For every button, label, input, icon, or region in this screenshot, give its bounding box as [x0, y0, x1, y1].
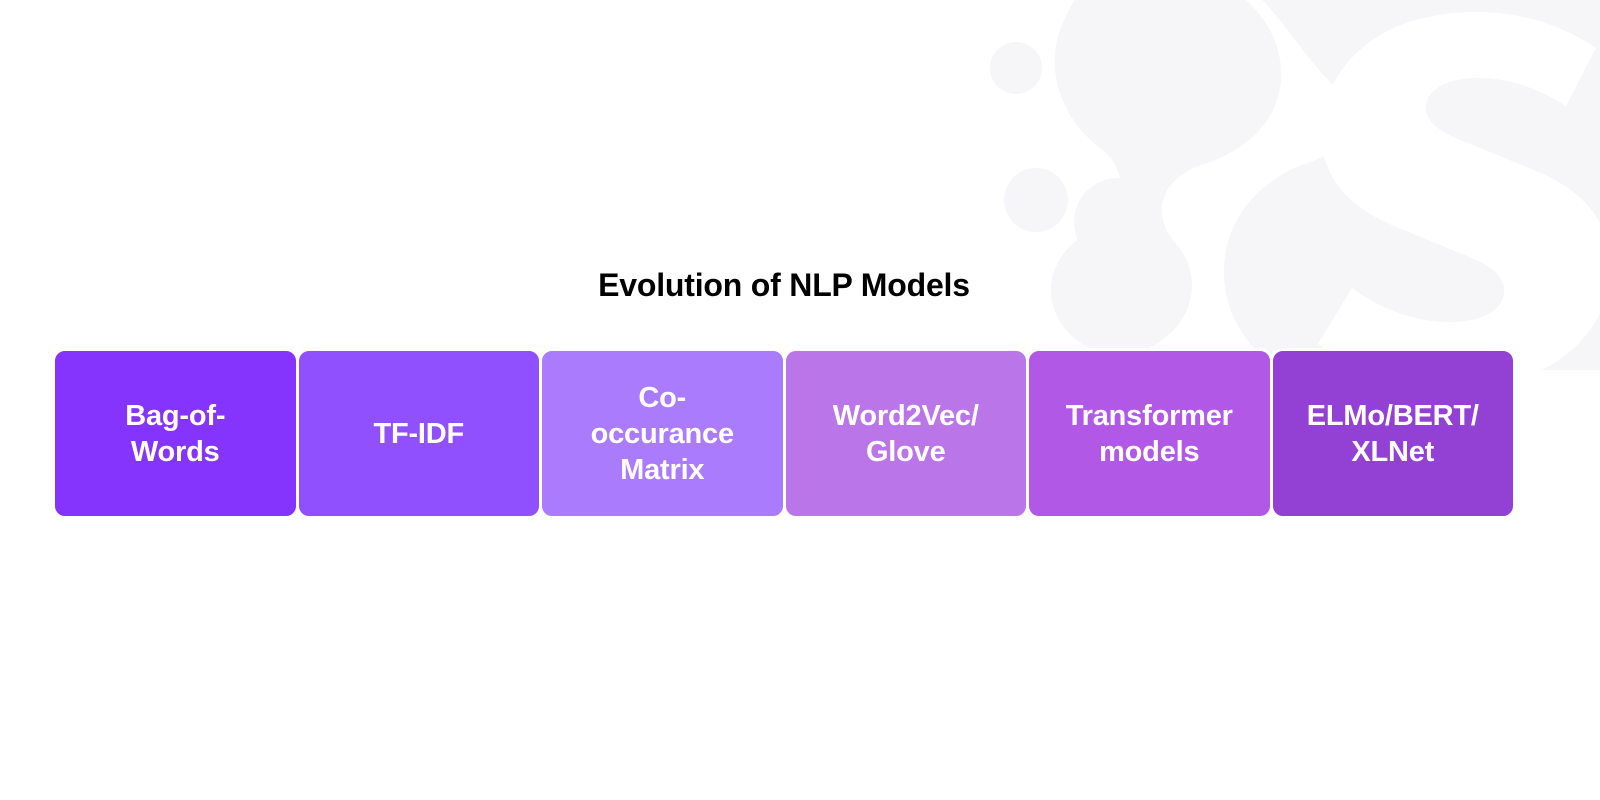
stage-label: TF-IDF [373, 417, 465, 450]
stage-label: Transformer models [1065, 399, 1233, 468]
stage-label: Bag-of- Words [125, 399, 226, 468]
stage-label: Co- occurance Matrix [590, 381, 734, 486]
stage-strip: Bag-of- Words TF-IDF Co- occurance Matri… [52, 348, 1516, 519]
stage-label: Word2Vec/ Glove [832, 399, 979, 468]
stage-label: ELMo/BERT/ XLNet [1306, 399, 1479, 468]
stage-card-bag-of-words[interactable]: Bag-of- Words [52, 348, 299, 519]
stage-card-word2vec-glove[interactable]: Word2Vec/ Glove [782, 348, 1029, 519]
stage-card-co-occurance-matrix[interactable]: Co- occurance Matrix [539, 348, 786, 519]
stage-card-tf-idf[interactable]: TF-IDF [295, 348, 542, 519]
stage-card-elmo-bert-xlnet[interactable]: ELMo/BERT/ XLNet [1269, 348, 1516, 519]
page-title: Evolution of NLP Models [598, 267, 970, 303]
stage-card-transformer-models[interactable]: Transformer models [1026, 348, 1273, 519]
